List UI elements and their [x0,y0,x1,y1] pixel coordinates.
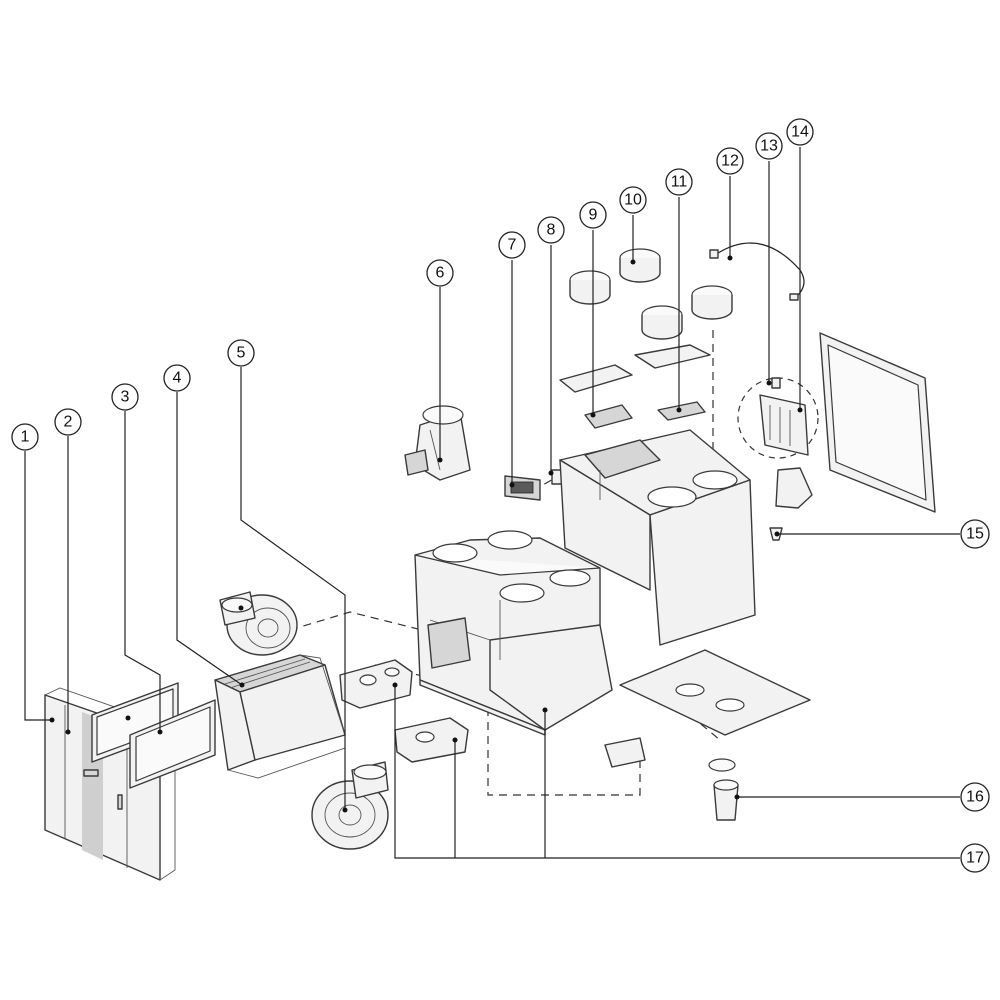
callout-10: 10 [619,186,647,214]
callout-8: 8 [537,216,565,244]
svg-text:11: 11 [671,174,688,191]
svg-text:17: 17 [966,850,984,867]
siphon [713,779,739,821]
heat-exchanger [214,654,346,779]
svg-text:10: 10 [624,192,642,209]
svg-text:4: 4 [173,370,182,387]
sensor-cable [709,242,805,301]
duct-rings [569,248,733,340]
control-display [504,475,541,501]
svg-text:2: 2 [64,414,73,431]
drain-fittings [604,737,736,772]
main-housing [414,530,613,736]
svg-text:14: 14 [791,124,809,141]
svg-text:9: 9 [589,207,598,224]
callout-17: 17 [960,843,990,873]
circuit-board-covers [559,344,711,429]
svg-text:6: 6 [436,265,445,282]
callout-16: 16 [960,782,990,812]
callout-5: 5 [227,339,255,367]
callout-1: 1 [11,423,39,451]
base-plate [619,649,811,736]
callout-13: 13 [755,132,783,160]
svg-text:1: 1 [21,429,30,446]
callout-3: 3 [111,383,139,411]
filter-panels [91,682,216,789]
callout-4: 4 [163,364,191,392]
callout-12: 12 [716,147,744,175]
side-filter-assembly [737,377,819,509]
callout-9: 9 [579,201,607,229]
fan-upper [219,591,298,656]
callout-7: 7 [498,231,526,259]
bypass-housing [404,405,471,481]
insulation-blocks [339,659,469,763]
svg-text:5: 5 [237,345,246,362]
svg-text:12: 12 [721,153,739,170]
callout-15: 15 [960,519,990,549]
svg-text:3: 3 [121,389,130,406]
fan-lower [311,761,389,850]
callout-2: 2 [54,408,82,436]
callout-11: 11 [665,168,693,196]
callout-6: 6 [426,259,454,287]
callout-14: 14 [786,118,814,146]
svg-text:15: 15 [966,526,984,543]
upper-housing [559,429,756,646]
svg-text:8: 8 [547,222,556,239]
svg-text:7: 7 [508,237,517,254]
svg-text:16: 16 [966,789,984,806]
side-panel [819,332,936,513]
leader-lines [24,147,960,859]
svg-text:13: 13 [760,138,778,155]
